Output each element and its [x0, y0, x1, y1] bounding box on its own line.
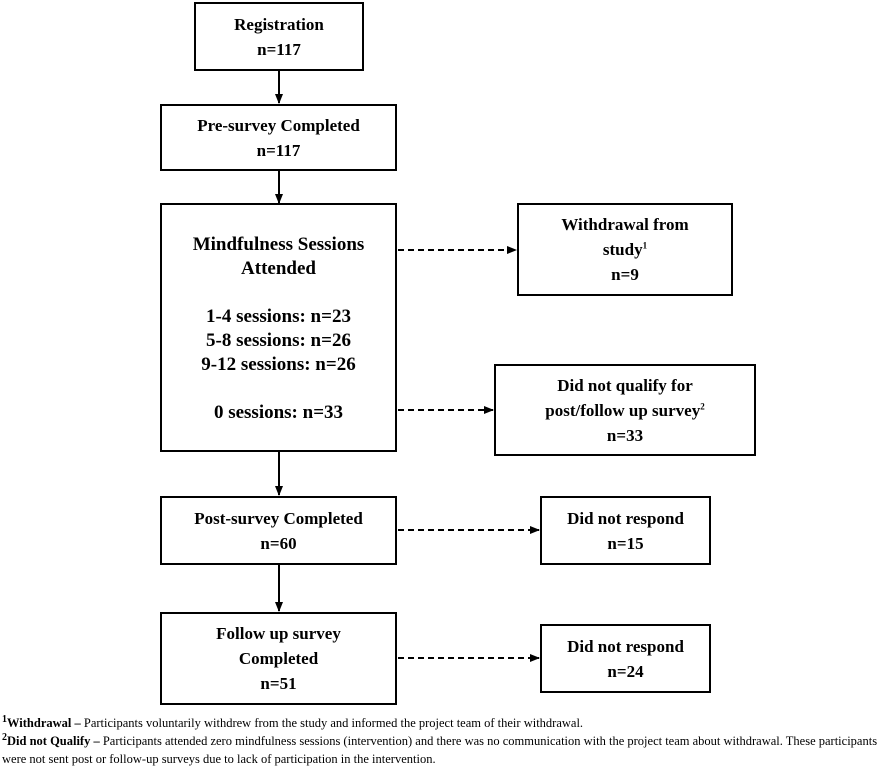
sessions-title-line1: Mindfulness Sessions	[192, 234, 365, 255]
sessions-item-9-12: 9-12 sessions: n=26	[201, 354, 356, 375]
withdrawal-count: n=9	[611, 265, 639, 284]
follow-no-response-count: n=24	[607, 661, 644, 681]
registration-box: Registration n=117	[194, 2, 364, 71]
post-no-response-box: Did not respond n=15	[540, 496, 711, 565]
sessions-item-zero: 0 sessions: n=33	[213, 402, 344, 423]
presurvey-title: Pre-survey Completed	[197, 115, 360, 135]
footnote-marker: 1	[2, 713, 7, 725]
footnotes: 1Withdrawal – Participants voluntarily w…	[2, 714, 884, 768]
footnote-term: Did not Qualify –	[7, 734, 100, 748]
sessions-title-line2: Attended	[241, 258, 316, 279]
not-qualify-box: Did not qualify for post/follow up surve…	[494, 364, 756, 456]
followup-title-line1: Follow up survey	[216, 624, 341, 643]
footnote-text: Participants voluntarily withdrew from t…	[80, 716, 584, 730]
followup-count: n=51	[260, 674, 297, 693]
post-no-response-title: Did not respond	[567, 508, 684, 528]
not-qualify-footnote-marker: 2	[700, 400, 705, 411]
footnote-text: Participants attended zero mindfulness s…	[2, 734, 878, 766]
footnote-withdrawal: 1Withdrawal – Participants voluntarily w…	[2, 714, 884, 732]
sessions-box: Mindfulness Sessions Attended 1-4 sessio…	[160, 203, 397, 452]
footnote-did-not-qualify: 2Did not Qualify – Participants attended…	[2, 732, 884, 768]
presurvey-box: Pre-survey Completed n=117	[160, 104, 397, 171]
postsurvey-count: n=60	[260, 533, 297, 553]
not-qualify-title-line1: Did not qualify for	[557, 375, 693, 395]
follow-no-response-title: Did not respond	[567, 636, 684, 656]
followup-title-line2: Completed	[238, 649, 319, 668]
not-qualify-title-line2: post/follow up survey2	[545, 398, 704, 423]
withdrawal-title-line2: study1	[603, 237, 647, 262]
footnote-marker: 2	[2, 731, 7, 743]
not-qualify-count: n=33	[606, 425, 644, 445]
footnote-term: Withdrawal –	[7, 716, 81, 730]
postsurvey-title: Post-survey Completed	[194, 508, 363, 528]
postsurvey-box: Post-survey Completed n=60	[160, 496, 397, 565]
registration-title: Registration	[234, 14, 324, 34]
withdrawal-title-text: study	[602, 240, 643, 259]
followup-box: Follow up survey Completed n=51	[160, 612, 397, 705]
post-no-response-count: n=15	[607, 533, 644, 553]
presurvey-count: n=117	[256, 140, 301, 160]
withdrawal-title-line1: Withdrawal from	[561, 215, 689, 234]
not-qualify-title-text: post/follow up survey	[545, 400, 701, 420]
sessions-item-5-8: 5-8 sessions: n=26	[206, 330, 351, 351]
registration-count: n=117	[257, 39, 301, 59]
withdrawal-footnote-marker: 1	[642, 240, 648, 251]
follow-no-response-box: Did not respond n=24	[540, 624, 711, 693]
withdrawal-box: Withdrawal from study1 n=9	[517, 203, 733, 296]
sessions-item-1-4: 1-4 sessions: n=23	[206, 306, 351, 327]
